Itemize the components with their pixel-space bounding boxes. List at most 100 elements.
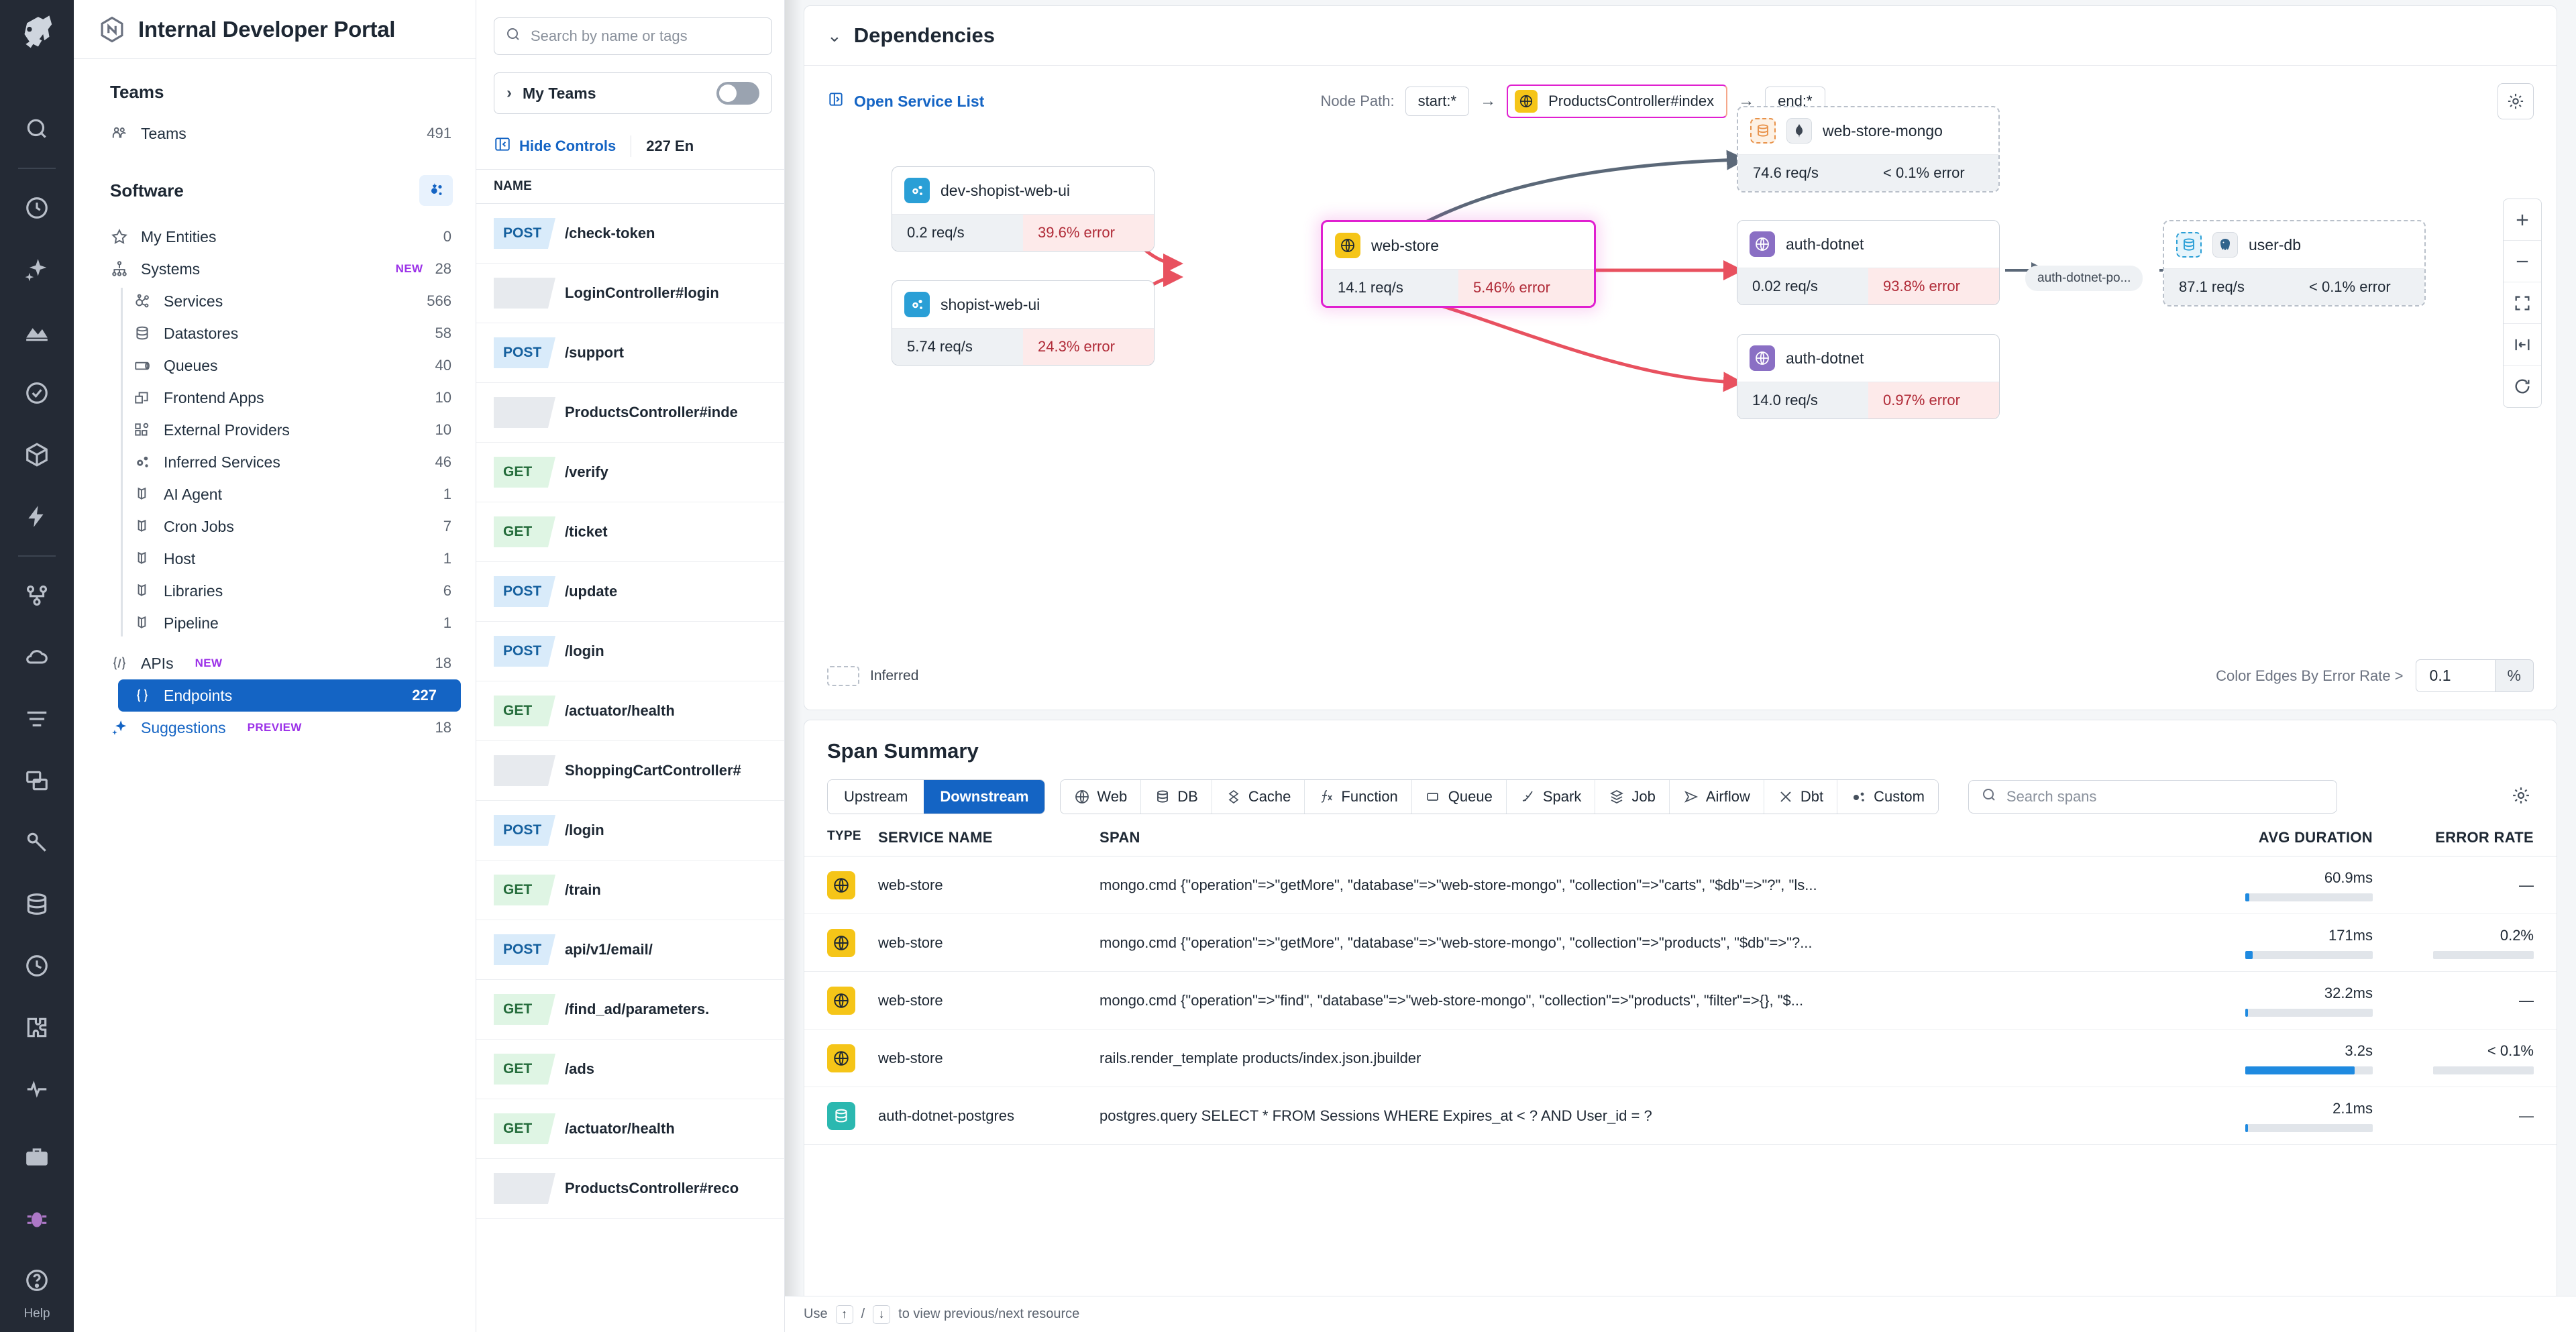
database-icon[interactable] [12,879,62,929]
briefcase-icon[interactable] [12,1132,62,1182]
list-item[interactable]: GET/find_ad/parameters. [476,980,784,1040]
type-filter-function[interactable]: Function [1305,780,1412,814]
sidebar-item-apis[interactable]: APIs NEW 18 [74,647,476,679]
cloud-icon[interactable] [12,632,62,682]
list-item[interactable]: ProductsController#inde [476,383,784,443]
dependencies-header[interactable]: ⌄ Dependencies [804,6,2557,66]
list-item[interactable]: POST/login [476,801,784,861]
type-filter-spark[interactable]: Spark [1506,780,1596,814]
zoom-in-icon[interactable] [2504,199,2541,241]
layers-icon[interactable] [12,756,62,806]
my-teams-toggle[interactable] [716,82,759,105]
zoom-out-icon[interactable] [2504,241,2541,282]
sidebar-item-inferred-services[interactable]: Inferred Services 46 [74,446,476,478]
list-item[interactable]: GET/train [476,861,784,920]
direction-tabs[interactable]: Upstream Downstream [827,779,1046,814]
list-icon[interactable] [12,694,62,744]
type-filter-dbt[interactable]: Dbt [1764,780,1838,814]
list-item[interactable]: ProductsController#reco [476,1159,784,1219]
type-filter-airflow[interactable]: Airflow [1669,780,1764,814]
list-item[interactable]: POST/login [476,622,784,681]
list-item[interactable]: GET/ads [476,1040,784,1099]
history-icon[interactable] [12,183,62,233]
sidebar-item-external-providers[interactable]: External Providers 10 [74,414,476,446]
list-item[interactable]: POST/check-token [476,204,784,264]
sidebar-item-suggestions[interactable]: Suggestions PREVIEW 18 [74,712,476,744]
graph-controls[interactable] [2503,199,2542,408]
gears-icon[interactable] [419,175,453,206]
sidebar-item-my-entities[interactable]: My Entities 0 [74,221,476,253]
cube-icon[interactable] [12,430,62,480]
list-item[interactable]: GET/verify [476,443,784,502]
chevron-down-icon[interactable]: ⌄ [827,25,842,46]
list-item[interactable]: POST/update [476,562,784,622]
sparkle-icon[interactable] [12,245,62,294]
hide-controls-button[interactable]: Hide Controls [494,135,616,157]
type-filter-queue[interactable]: Queue [1411,780,1507,814]
list-item[interactable]: GET/ticket [476,502,784,562]
sidebar-item-queues[interactable]: Queues 40 [74,349,476,382]
question-icon[interactable] [12,1256,62,1305]
list-item[interactable]: GET/actuator/health [476,1099,784,1159]
tab-downstream[interactable]: Downstream [924,780,1045,814]
dashboard-icon[interactable] [12,307,62,356]
list-item[interactable]: ShoppingCartController# [476,741,784,801]
flow-icon[interactable] [12,571,62,620]
sidebar-item-pipeline[interactable]: Pipeline 1 [74,607,476,639]
sidebar-item-endpoints[interactable]: Endpoints 227 [118,679,461,712]
sidebar-item-cron-jobs[interactable]: Cron Jobs 7 [74,510,476,543]
puzzle-icon[interactable] [12,1003,62,1052]
span-search-input[interactable]: Search spans [1968,780,2337,814]
shield-icon[interactable] [12,368,62,418]
sidebar-item-ai-agent[interactable]: AI Agent 1 [74,478,476,510]
sidebar-item-libraries[interactable]: Libraries 6 [74,575,476,607]
sidebar-item-systems[interactable]: Systems NEW 28 [74,253,476,285]
bug-icon[interactable] [12,1194,62,1243]
gear-icon[interactable] [2497,83,2534,119]
my-teams-filter[interactable]: › My Teams [494,72,772,114]
search-input[interactable]: Search by name or tags [494,17,772,55]
clock-icon[interactable] [12,941,62,991]
type-filter-db[interactable]: DB [1141,780,1212,814]
open-service-list-button[interactable]: Open Service List [827,91,984,112]
reset-icon[interactable] [2504,366,2541,407]
sidebar-item-host[interactable]: Host 1 [74,543,476,575]
monitor-icon[interactable] [12,1064,62,1114]
tab-upstream[interactable]: Upstream [828,780,924,814]
type-filter-cache[interactable]: Cache [1212,780,1305,814]
sidebar-item-frontend-apps[interactable]: Frontend Apps 10 [74,382,476,414]
type-filter-web[interactable]: Web [1061,780,1142,814]
datadog-logo[interactable] [12,9,62,59]
node-path-start[interactable]: start:* [1405,87,1470,116]
node-path-selected[interactable]: ProductsController#index [1507,85,1728,118]
fit-icon[interactable] [2504,282,2541,324]
gear-icon[interactable] [2511,785,2531,809]
list-item[interactable]: GET/actuator/health [476,681,784,741]
list-item[interactable]: LoginController#login [476,264,784,323]
sidebar-item-services[interactable]: Services 566 [74,285,476,317]
list-item[interactable]: POST/support [476,323,784,383]
sidebar-item-teams[interactable]: Teams 491 [74,117,476,150]
sidebar-item-datastores[interactable]: Datastores 58 [74,317,476,349]
type-filter-job[interactable]: Job [1595,780,1670,814]
collapse-icon[interactable] [2504,324,2541,366]
bolt-icon[interactable] [12,492,62,541]
color-edges-input[interactable]: 0.1 [2415,659,2495,692]
wrench-icon[interactable] [12,818,62,867]
type-filter-custom[interactable]: Custom [1837,780,1938,814]
